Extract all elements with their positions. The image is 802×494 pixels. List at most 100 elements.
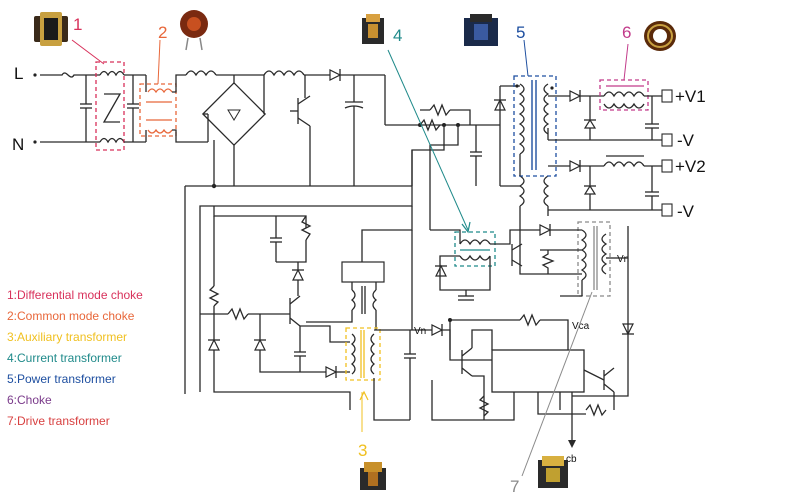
output-diode-v1 (569, 90, 582, 102)
timing-capacitor (294, 342, 306, 372)
callout-2: 2 (158, 23, 167, 42)
callout-3: 3 (358, 441, 367, 460)
neutral-terminal-label: N (12, 135, 24, 154)
transformer-5-photo (464, 14, 498, 46)
snubber-resistor (429, 103, 451, 117)
output-v2-label: +V2 (675, 157, 706, 176)
leader-5 (523, 39, 529, 77)
legend-item-3: 3:Auxiliary transformer (7, 330, 127, 344)
main-switch-transistor (289, 295, 301, 342)
legend: 1:Differential mode choke 2:Common mode … (7, 288, 143, 428)
output-neg1-label: -V (677, 131, 695, 150)
output-stage-transistor (603, 367, 615, 410)
current-transformer (454, 231, 496, 267)
legend-item-1: 1:Differential mode choke (7, 288, 143, 302)
output-choke-v2 (603, 161, 645, 168)
freewheel-diode-v2 (583, 166, 597, 210)
input-inductor (185, 70, 217, 77)
vn-signal-top: Vn (617, 254, 629, 265)
leader-1 (71, 39, 105, 65)
neutral-terminal-dot (33, 140, 37, 144)
gate-capacitor (270, 216, 282, 262)
differential-mode-choke (95, 61, 125, 151)
terminal-v2 (661, 159, 673, 173)
vn-signal-mid: Vn (414, 326, 426, 337)
pulse-transformer-core (341, 261, 385, 283)
ct-capacitor (458, 290, 474, 301)
legend-item-2: 2:Common mode choke (7, 309, 135, 323)
output-choke (599, 79, 649, 111)
output-v1-label: +V1 (675, 87, 706, 106)
bridge-rectifier (201, 75, 267, 186)
feedback-resistor (585, 403, 607, 417)
leader-7 (521, 291, 593, 477)
transformer-3-highlight-box (345, 327, 381, 381)
bulk-capacitor (344, 75, 364, 186)
transformer-7-highlight-box (577, 221, 611, 297)
fuse (40, 72, 100, 78)
drive-transistor (511, 243, 523, 267)
drive-resistor (541, 250, 555, 274)
callout-4: 4 (393, 26, 402, 45)
zener-diode (292, 262, 304, 296)
ic-input-resistor (519, 313, 541, 327)
choke-2-photo (180, 10, 208, 51)
cb-arrow (568, 440, 576, 448)
boost-diode (329, 69, 342, 81)
vn-diode (431, 324, 444, 336)
ic-capacitor (404, 330, 416, 420)
vca-signal-label: Vca (572, 321, 590, 332)
leader-2 (157, 39, 161, 85)
callout-6: 6 (622, 23, 631, 42)
choke-1-highlight-box (95, 61, 125, 151)
ct-diode (435, 264, 447, 277)
transformer-5-highlight-box (513, 75, 557, 177)
terminal-neg1 (661, 133, 673, 147)
output-capacitor-v2 (645, 166, 659, 210)
freewheel-diode-v1 (583, 96, 597, 140)
legend-item-6: 6:Choke (7, 393, 52, 407)
drive-diode (539, 224, 552, 236)
clamp-diode (494, 85, 520, 125)
control-ic (491, 349, 585, 393)
terminal-v1 (661, 89, 673, 103)
left-diode (208, 338, 220, 351)
cb-signal-label: cb (566, 454, 577, 465)
gate-resistor (300, 215, 312, 241)
ic-transistor (461, 347, 473, 377)
transformer-4-highlight-box (454, 231, 496, 267)
drive-transformer (577, 221, 611, 297)
legend-item-4: 4:Current transformer (7, 351, 122, 365)
line-terminal-label: L (14, 64, 23, 83)
line-terminal-dot (33, 73, 37, 77)
pfc-transistor (290, 75, 311, 186)
choke-6-photo (644, 21, 676, 51)
legend-item-7: 7:Drive transformer (7, 414, 110, 428)
output-capacitor-v1 (645, 96, 659, 140)
pfc-inductor (263, 70, 305, 77)
callout-1: 1 (73, 15, 82, 34)
leader-6 (623, 43, 629, 81)
terminal-neg2 (661, 203, 673, 217)
output-neg2-label: -V (677, 202, 695, 221)
power-transformer (513, 75, 557, 230)
transformer-3-photo (360, 462, 386, 490)
x-capacitor-1 (80, 75, 92, 142)
common-mode-choke (139, 75, 177, 142)
callout-5: 5 (516, 23, 525, 42)
transformer-4-photo (362, 14, 384, 44)
startup-resistor (419, 118, 441, 132)
right-diode (622, 323, 634, 336)
auxiliary-transformer (345, 327, 381, 381)
leader-4 (387, 49, 469, 231)
output-diode-v2 (569, 160, 582, 172)
transformer-7-photo (538, 456, 568, 488)
ic-bias-resistor (478, 395, 490, 417)
snubber-capacitor (470, 125, 482, 186)
base-zener (254, 338, 266, 351)
x-capacitor-2 (127, 75, 139, 142)
aux-diode (325, 366, 338, 378)
choke-1-photo (34, 12, 68, 46)
